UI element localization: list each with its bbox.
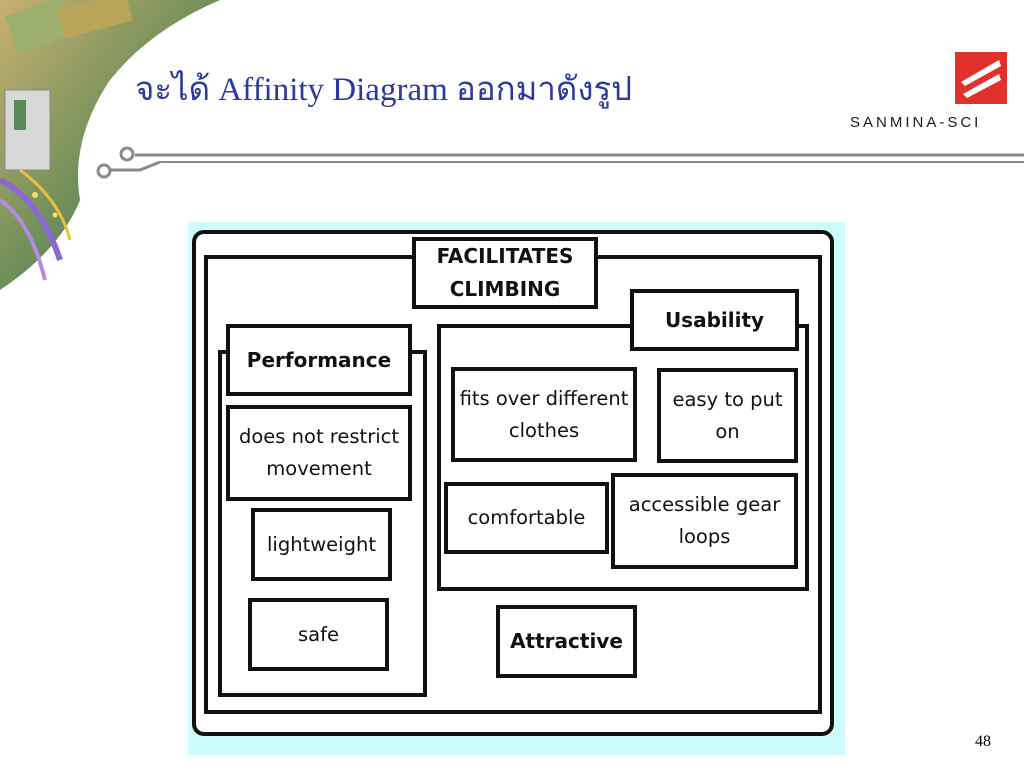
usability-group-frame xyxy=(437,324,809,591)
card-comfortable: comfortable xyxy=(467,506,586,529)
group-label-attractive: Attractive xyxy=(510,629,623,653)
corner-decoration-image xyxy=(0,0,220,290)
card-easy-to-put-on: easy to put on xyxy=(672,387,783,443)
group-label-usability: Usability xyxy=(664,307,765,332)
sanmina-logo-icon xyxy=(955,52,1007,104)
card-fits-over-different-clothes: fits over different clothes xyxy=(459,386,629,442)
card-box xyxy=(251,508,392,581)
group-label-performance: Performance xyxy=(246,347,392,372)
card-box xyxy=(248,598,389,671)
card-accessible-gear-loops: accessible gear loops xyxy=(628,493,781,548)
card-box xyxy=(451,367,637,462)
logo-wordmark: SANMINA-SCI xyxy=(850,114,982,131)
attractive-box xyxy=(496,605,637,678)
affinity-diagram: FACILITATES CLIMBING Performance does no… xyxy=(188,222,845,755)
page-number: 48 xyxy=(975,733,991,750)
title-divider xyxy=(96,146,1024,179)
card-box xyxy=(657,368,798,463)
card-box xyxy=(444,482,609,554)
slide-title: จะได้ Affinity Diagram ออกมาดังรูป xyxy=(135,72,633,108)
header-label: FACILITATES CLIMBING xyxy=(436,244,574,301)
header-box xyxy=(412,237,598,309)
usability-box xyxy=(630,289,799,351)
card-does-not-restrict-movement: does not restrict movement xyxy=(239,425,399,480)
card-box xyxy=(611,473,798,569)
card-safe: safe xyxy=(298,622,339,646)
card-box xyxy=(226,405,412,501)
performance-box xyxy=(226,324,412,396)
affinity-diagram-frames xyxy=(192,230,834,736)
card-lightweight: lightweight xyxy=(267,532,376,556)
